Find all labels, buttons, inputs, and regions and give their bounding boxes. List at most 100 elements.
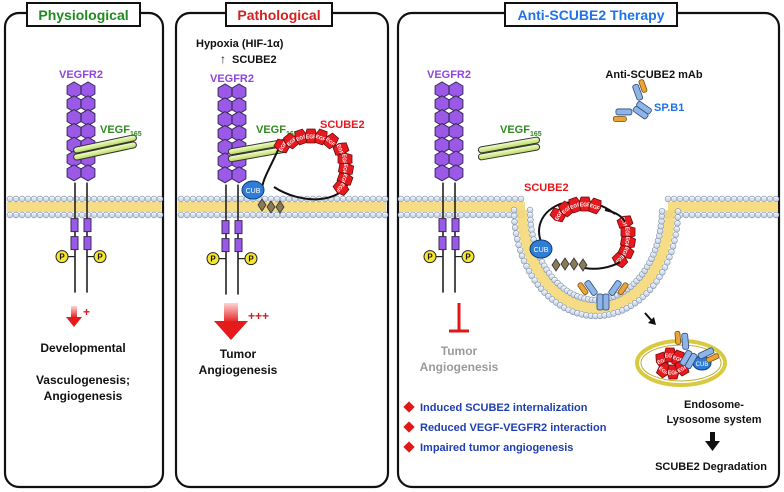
svg-text:EGF: EGF	[623, 236, 631, 247]
egf-repeat: EGF	[620, 225, 636, 239]
spacer-domain	[275, 200, 285, 214]
svg-text:EGF: EGF	[341, 163, 349, 174]
membrane-physiological	[6, 195, 164, 219]
kinase-domain	[83, 218, 92, 233]
svg-text:EGF: EGF	[672, 355, 684, 364]
kinase-domain	[70, 236, 79, 251]
kinase-domain	[438, 218, 447, 233]
up-arrow-icon: ↑	[220, 52, 226, 66]
kinase-domain	[221, 238, 230, 253]
degradation-label: SCUBE2 Degradation	[655, 461, 767, 473]
spacer-domain	[551, 258, 561, 272]
kinase-domain	[438, 236, 447, 251]
antibody-shape	[612, 79, 652, 122]
phospho-label: P	[97, 253, 103, 262]
receptor-domain	[448, 164, 464, 182]
bullet-marker	[403, 441, 415, 453]
kinase-domain	[221, 220, 230, 235]
outcome-angiogenesis-inhibited: Angiogenesis	[420, 360, 499, 374]
vegf165-label: VEGF165	[500, 124, 542, 138]
svg-text:EGF: EGF	[570, 202, 582, 211]
outcome-tumor: Tumor	[220, 347, 257, 361]
spacer-domain	[560, 257, 570, 271]
signal-strength-label: +	[83, 305, 90, 319]
spacer-domain	[266, 200, 276, 214]
svg-text:EGF: EGF	[286, 137, 298, 148]
egf-repeat: EGF	[619, 235, 637, 249]
bullet-item: Induced SCUBE2 internalization	[420, 402, 588, 414]
signal-arrow-weak	[66, 306, 82, 327]
egf-repeat: EGF	[332, 179, 350, 197]
antibody-label: Anti-SCUBE2 mAb	[605, 69, 702, 81]
panel-pathological-frame	[174, 11, 390, 489]
phospho-group-icon	[206, 252, 220, 266]
egf-repeat: EGF	[322, 132, 340, 150]
phospho-label: P	[465, 253, 471, 262]
svg-text:EGF: EGF	[668, 371, 678, 377]
egf-repeat: EGF	[314, 128, 328, 146]
bullet-marker	[403, 401, 415, 413]
svg-text:EGF: EGF	[580, 203, 590, 209]
egf-repeat: EGF	[332, 142, 350, 156]
phospho-group-icon	[93, 250, 107, 264]
svg-text:EGF: EGF	[341, 154, 347, 164]
receptor-domain	[66, 164, 82, 182]
svg-text:CUB: CUB	[534, 247, 549, 254]
phospho-group-icon	[244, 252, 258, 266]
phospho-label: P	[59, 253, 65, 262]
svg-text:EGF: EGF	[324, 137, 336, 148]
svg-text:EGF: EGF	[613, 253, 625, 265]
phospho-group-icon	[461, 250, 475, 264]
kinase-domain	[70, 218, 79, 233]
vegf165-label: VEGF165	[100, 124, 142, 138]
svg-text:CUB: CUB	[246, 188, 261, 195]
svg-text:EGF: EGF	[619, 217, 628, 229]
signal-arrow-strong	[214, 303, 248, 340]
phospho-label: P	[248, 255, 254, 264]
svg-text:EGF: EGF	[624, 227, 630, 237]
scube2-upregulated-label: SCUBE2	[232, 54, 277, 66]
vegfr2-label: VEGFR2	[427, 69, 471, 81]
svg-text:EGF: EGF	[315, 134, 327, 143]
cub-domain	[529, 239, 553, 259]
svg-text:EGF: EGF	[665, 354, 675, 360]
vegfr2-label: VEGFR2	[59, 69, 103, 81]
kinase-domain	[234, 220, 243, 235]
bullet-item: Impaired tumor angiogenesis	[420, 442, 573, 454]
spacer-domain	[578, 258, 588, 272]
outcome-tumor-inhibited: Tumor	[441, 344, 478, 358]
svg-text:EGF: EGF	[561, 205, 573, 216]
outcome-angiogenesis: Angiogenesis	[44, 389, 123, 403]
svg-text:EGF: EGF	[334, 181, 345, 193]
egf-repeat: EGF	[304, 128, 318, 144]
bullet-marker	[403, 421, 415, 433]
antibody-shape	[577, 280, 629, 311]
svg-text:EGF: EGF	[620, 245, 630, 257]
endosome-label-1: Endosome-	[684, 399, 744, 411]
kinase-domain	[234, 238, 243, 253]
receptor-domain	[231, 166, 247, 184]
svg-text:EGF: EGF	[657, 366, 669, 377]
kinase-domain	[83, 236, 92, 251]
receptor-domain	[434, 164, 450, 182]
phospho-group-icon	[55, 250, 69, 264]
vegf165-ligand	[73, 134, 137, 161]
receptor-domain	[217, 166, 233, 184]
svg-text:EGF: EGF	[339, 173, 348, 185]
bullet-item: Reduced VEGF-VEGFR2 interaction	[420, 422, 607, 434]
endosome-label-2: Lysosome system	[667, 414, 762, 426]
vegfr2-label: VEGFR2	[210, 73, 254, 85]
egf-repeat: EGF	[337, 162, 355, 176]
outcome-developmental: Developmental	[40, 341, 125, 355]
bullet-list: Induced SCUBE2 internalization Reduced V…	[403, 401, 607, 454]
bound-antibody-icon	[577, 280, 629, 311]
antibody-icon	[612, 79, 652, 122]
arrow-to-endosome	[644, 312, 656, 325]
antibody-name-label: SP.B1	[654, 102, 684, 114]
outcome-vasculogenesis: Vasculogenesis;	[36, 373, 130, 387]
kinase-domain	[451, 236, 460, 251]
svg-text:EGF: EGF	[296, 134, 308, 143]
